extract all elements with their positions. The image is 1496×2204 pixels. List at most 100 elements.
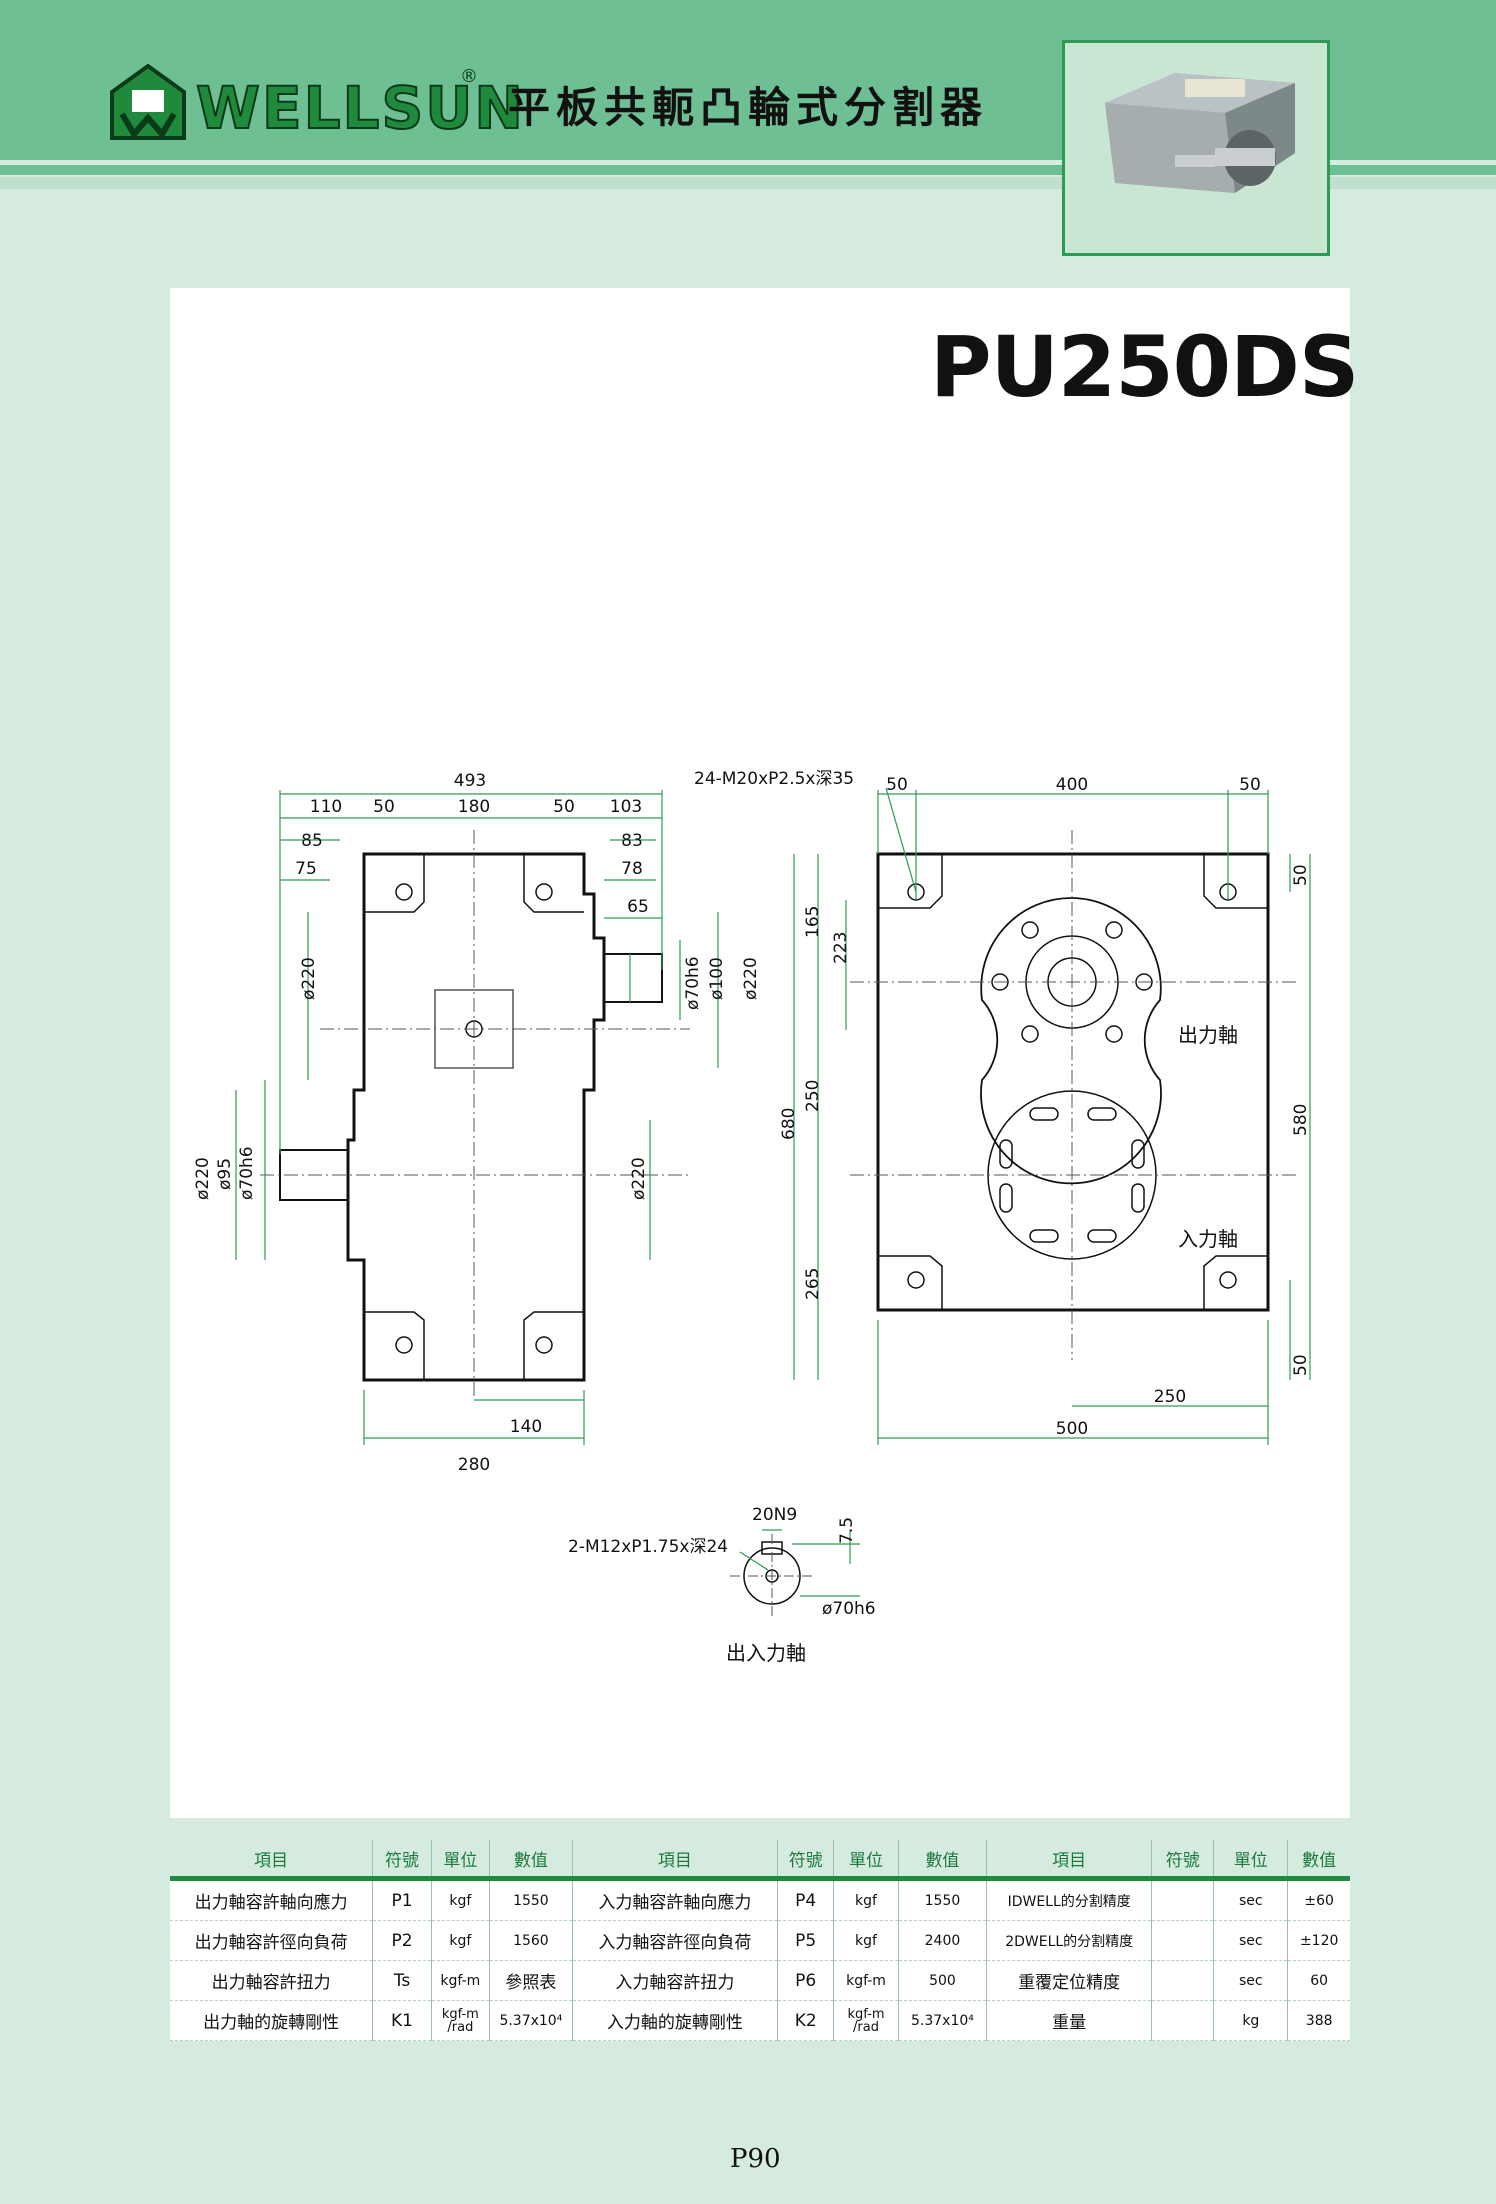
left-view-body <box>346 852 606 1382</box>
table-cell: P6 <box>777 1960 835 2001</box>
header-item: 項目 <box>986 1840 1153 1881</box>
table-cell: P5 <box>777 1920 835 1961</box>
dim-label: ø220 <box>299 957 319 1000</box>
table-cell: 2DWELL的分割精度 <box>986 1920 1153 1961</box>
spec-table: 項目 符號 單位 數值 項目 符號 單位 數值 項目 符號 單位 數值 出力軸容… <box>170 1840 1350 2041</box>
table-cell: 60 <box>1287 1960 1350 2001</box>
spec-header-row: 項目 符號 單位 數值 項目 符號 單位 數值 項目 符號 單位 數值 <box>170 1840 1350 1881</box>
dim-label: 75 <box>295 859 317 879</box>
table-cell <box>1151 1878 1215 1921</box>
table-cell: Ts <box>372 1960 432 2001</box>
dim-label: 500 <box>1056 1419 1088 1439</box>
table-cell: kgf <box>431 1920 491 1961</box>
table-cell: P2 <box>372 1920 432 1961</box>
product-photo <box>1062 40 1330 256</box>
table-cell: 500 <box>898 1960 988 2001</box>
table-cell: sec <box>1213 1920 1289 1961</box>
table-cell: 388 <box>1287 2000 1350 2041</box>
dim-label: 400 <box>1056 775 1088 795</box>
dim-label: 85 <box>301 831 323 851</box>
keyway-label: 20N9 <box>752 1505 797 1525</box>
wellsun-logo: WELLSUN ® <box>108 63 528 144</box>
table-cell: ±60 <box>1287 1878 1350 1921</box>
page-heading: 平板共軛凸輪式分割器 <box>508 83 989 132</box>
header-item: 項目 <box>170 1840 374 1881</box>
input-shaft-label: 入力軸 <box>1178 1227 1238 1251</box>
technical-drawing: 493 110 50 180 50 103 85 83 75 78 65 140… <box>193 769 1311 1665</box>
header-symbol: 符號 <box>372 1840 432 1881</box>
drawing-panel <box>170 288 1350 1818</box>
header-value: 數值 <box>898 1840 988 1881</box>
table-cell: 重覆定位精度 <box>986 1960 1153 2001</box>
table-cell: 1550 <box>898 1878 988 1921</box>
dim-label: 140 <box>510 1417 542 1437</box>
table-cell: 重量 <box>986 2000 1153 2041</box>
output-shaft-label: 出力軸 <box>1178 1023 1238 1047</box>
header-unit: 單位 <box>431 1840 491 1881</box>
dim-label: 50 <box>373 797 395 817</box>
dim-label: 280 <box>458 1455 490 1475</box>
table-cell: 出力軸容許扭力 <box>170 1960 374 2001</box>
dim-label: 265 <box>803 1268 823 1300</box>
dim-label: 580 <box>1291 1104 1311 1136</box>
table-cell: 入力軸容許扭力 <box>572 1960 779 2001</box>
footer-band <box>0 2184 1496 2204</box>
dim-label: 165 <box>803 906 823 938</box>
table-cell <box>1151 1920 1215 1961</box>
table-cell: 入力軸的旋轉剛性 <box>572 2000 779 2041</box>
dim-label: 493 <box>454 771 486 791</box>
dim-label: 50 <box>1291 1354 1311 1376</box>
right-view-body <box>876 852 1270 1312</box>
table-cell: P1 <box>372 1878 432 1921</box>
shaft-tap-label: 2-M12xP1.75x深24 <box>568 1537 728 1557</box>
table-cell: K1 <box>372 2000 432 2041</box>
header-symbol: 符號 <box>1151 1840 1215 1881</box>
dim-label: 103 <box>610 797 642 817</box>
table-cell: 5.37x10⁴ <box>898 2000 988 2041</box>
tap-callout: 24-M20xP2.5x深35 <box>694 769 854 789</box>
header-unit: 單位 <box>833 1840 899 1881</box>
model-number: PU250DS <box>930 318 1359 416</box>
table-cell: 1550 <box>489 1878 573 1921</box>
header-stripe <box>0 165 1062 175</box>
table-cell: ±120 <box>1287 1920 1350 1961</box>
page-number: P90 <box>730 2144 781 2174</box>
dim-label: 250 <box>803 1080 823 1112</box>
table-row: 出力軸容許徑向負荷 P2 kgf 1560 入力軸容許徑向負荷 P5 kgf 2… <box>170 1920 1350 1961</box>
table-row: 出力軸的旋轉剛性 K1 kgf-m /rad 5.37x10⁴ 入力軸的旋轉剛性… <box>170 2000 1350 2041</box>
table-cell: sec <box>1213 1960 1289 2001</box>
header-value: 數值 <box>489 1840 573 1881</box>
dim-label: ø70h6 <box>683 956 703 1010</box>
dim-label: 223 <box>831 932 851 964</box>
keyway-depth-label: 7.5 <box>837 1517 857 1544</box>
brand-name: WELLSUN <box>195 73 525 143</box>
header-unit: 單位 <box>1213 1840 1289 1881</box>
dim-label: 680 <box>779 1108 799 1140</box>
table-cell <box>1151 1960 1215 2001</box>
table-row: 出力軸容許扭力 Ts kgf-m 參照表 入力軸容許扭力 P6 kgf-m 50… <box>170 1960 1350 2001</box>
table-cell: 5.37x10⁴ <box>489 2000 573 2041</box>
header-symbol: 符號 <box>777 1840 835 1881</box>
dim-label: 50 <box>1291 864 1311 886</box>
dim-label: 50 <box>1239 775 1261 795</box>
dim-label: 180 <box>458 797 490 817</box>
table-cell: kg <box>1213 2000 1289 2041</box>
table-cell: 入力軸容許軸向應力 <box>572 1878 779 1921</box>
logo-emblem-icon <box>110 63 186 140</box>
dim-label: ø70h6 <box>237 1146 257 1200</box>
shaft-dia-label: ø70h6 <box>822 1599 876 1619</box>
registered-mark: ® <box>460 66 478 87</box>
table-cell: 出力軸的旋轉剛性 <box>170 2000 374 2041</box>
dim-label: ø220 <box>193 1157 213 1200</box>
table-row: 出力軸容許軸向應力 P1 kgf 1550 入力軸容許軸向應力 P4 kgf 1… <box>170 1878 1350 1921</box>
table-cell: 1560 <box>489 1920 573 1961</box>
table-cell: kgf-m <box>833 1960 899 2001</box>
table-cell: kgf <box>833 1878 899 1921</box>
table-cell: sec <box>1213 1878 1289 1921</box>
table-cell: kgf-m /rad <box>833 2000 899 2041</box>
table-cell: P4 <box>777 1878 835 1921</box>
table-cell: K2 <box>777 2000 835 2041</box>
shaft-caption: 出入力軸 <box>726 1641 806 1665</box>
header-item: 項目 <box>572 1840 779 1881</box>
table-cell: kgf-m <box>431 1960 491 2001</box>
